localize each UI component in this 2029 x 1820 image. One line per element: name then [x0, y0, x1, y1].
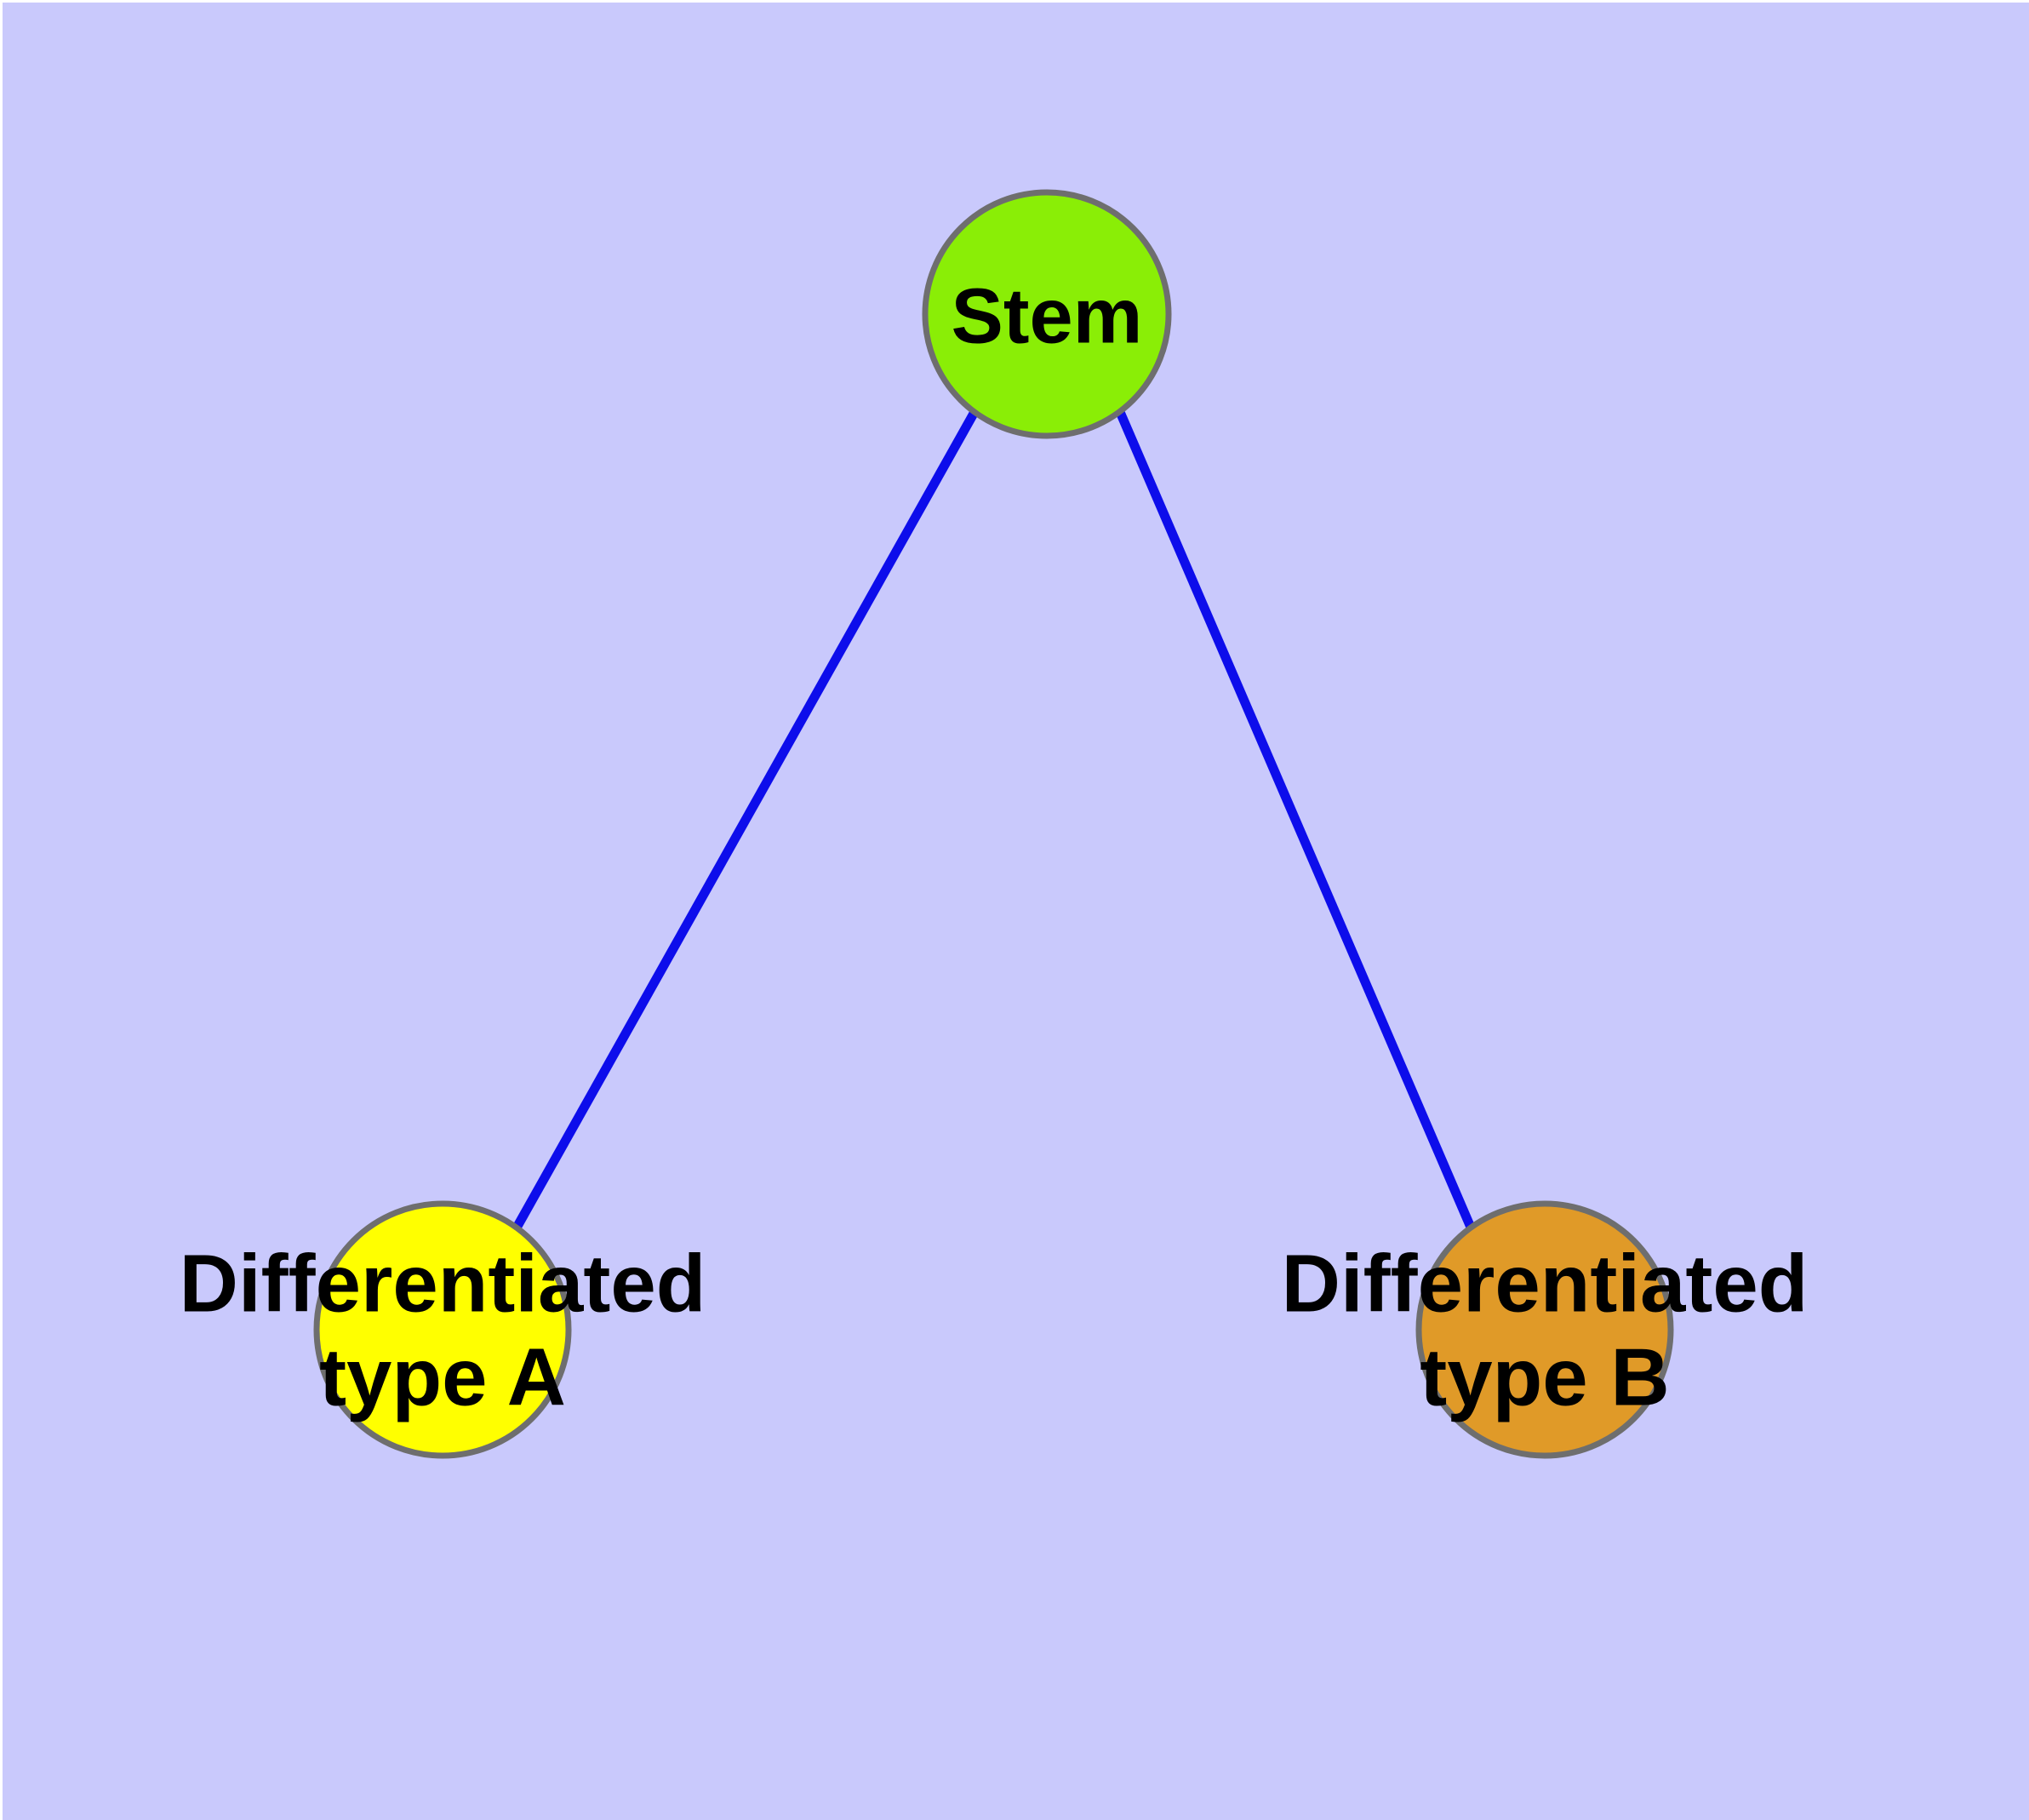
- node-differentiated-type-b-circle[interactable]: [1415, 1200, 1674, 1459]
- edge-stem-to-differentiated-type-a[interactable]: [512, 409, 979, 1232]
- node-stem[interactable]: Stem: [922, 189, 1172, 439]
- node-differentiated-type-b-label-line1: Differentiated: [1282, 1238, 1809, 1329]
- node-differentiated-type-a-label-line2: type A: [319, 1331, 566, 1422]
- node-stem-label: Stem: [952, 272, 1143, 359]
- edges-layer: [512, 409, 1477, 1232]
- nodes-layer: Stem Differentiated type A Differentiate…: [180, 189, 1809, 1459]
- node-differentiated-type-a[interactable]: Differentiated type A: [180, 1200, 706, 1459]
- node-differentiated-type-b[interactable]: Differentiated type B: [1282, 1200, 1809, 1459]
- node-differentiated-type-b-label-line2: type B: [1420, 1331, 1669, 1422]
- node-differentiated-type-a-label-line1: Differentiated: [180, 1238, 706, 1329]
- edge-stem-to-differentiated-type-b[interactable]: [1115, 409, 1477, 1232]
- node-stem-circle[interactable]: [922, 189, 1172, 439]
- node-differentiated-type-a-circle[interactable]: [313, 1200, 572, 1459]
